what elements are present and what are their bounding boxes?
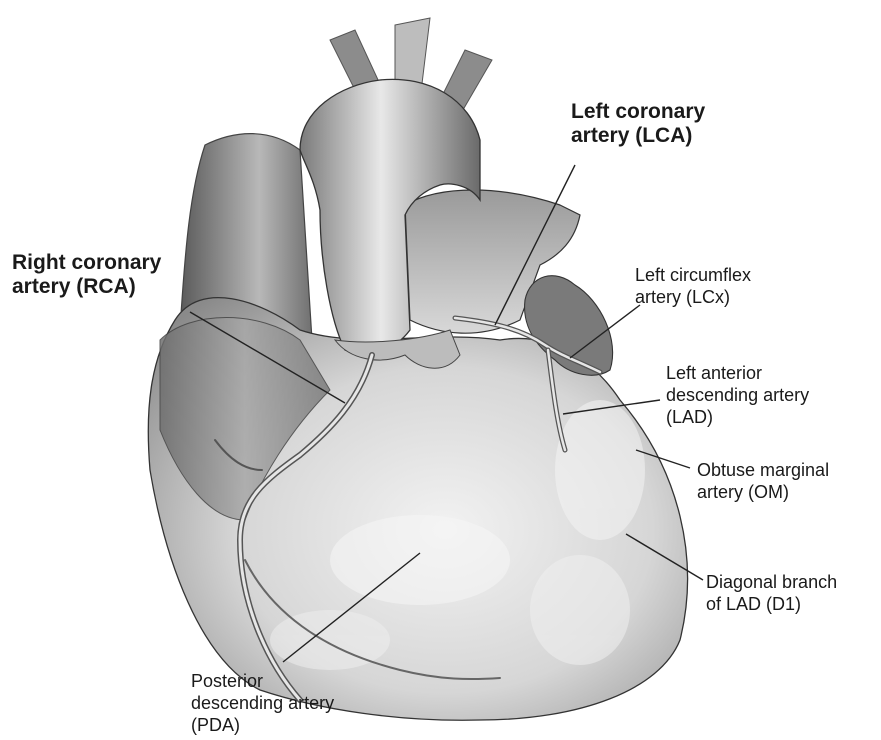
label-rca-line1: Right coronary xyxy=(12,251,161,275)
label-d1: Diagonal branch of LAD (D1) xyxy=(706,571,837,615)
label-rca-line2: artery (RCA) xyxy=(12,275,161,299)
label-om-line1: Obtuse marginal xyxy=(697,459,829,481)
label-pda: Posterior descending artery (PDA) xyxy=(191,670,334,736)
label-lcx-line2: artery (LCx) xyxy=(635,286,751,308)
label-d1-line1: Diagonal branch xyxy=(706,571,837,593)
label-pda-line3: (PDA) xyxy=(191,714,334,736)
label-lad-line2: descending artery xyxy=(666,384,809,406)
label-lca-line1: Left coronary xyxy=(571,100,705,124)
label-d1-line2: of LAD (D1) xyxy=(706,593,837,615)
label-lca-line2: artery (LCA) xyxy=(571,124,705,148)
label-lcx-line1: Left circumflex xyxy=(635,264,751,286)
label-lad-line1: Left anterior xyxy=(666,362,809,384)
label-rca: Right coronary artery (RCA) xyxy=(12,251,161,299)
label-lcx: Left circumflex artery (LCx) xyxy=(635,264,751,308)
label-lca: Left coronary artery (LCA) xyxy=(571,100,705,148)
label-pda-line1: Posterior xyxy=(191,670,334,692)
label-lad-line3: (LAD) xyxy=(666,406,809,428)
label-pda-line2: descending artery xyxy=(191,692,334,714)
label-lad: Left anterior descending artery (LAD) xyxy=(666,362,809,428)
label-om-line2: artery (OM) xyxy=(697,481,829,503)
label-om: Obtuse marginal artery (OM) xyxy=(697,459,829,503)
